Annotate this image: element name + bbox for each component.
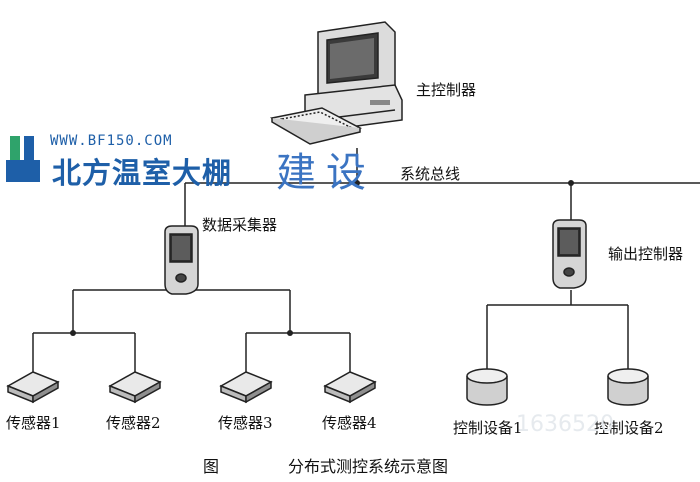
sensor-label: 传感器2 — [106, 414, 161, 432]
data-collector-icon — [164, 225, 199, 295]
output-controller-icon — [552, 219, 587, 289]
sensor-icon — [6, 371, 60, 404]
watermark-logo-icon — [6, 136, 40, 182]
control-device-icon — [607, 368, 649, 406]
system-bus-label: 系统总线 — [400, 165, 461, 183]
sensor-label: 传感器4 — [322, 414, 377, 432]
control-device-label: 控制设备2 — [594, 419, 664, 437]
sensor-label: 传感器1 — [6, 414, 61, 432]
output-controller-label: 输出控制器 — [608, 245, 684, 263]
computer-icon — [269, 21, 403, 145]
sensor-icon — [323, 371, 377, 404]
main-controller-label: 主控制器 — [416, 81, 477, 99]
watermark-brand: 北方温室大棚 — [52, 156, 233, 190]
caption-prefix: 图 — [203, 457, 220, 476]
control-device-label: 控制设备1 — [453, 419, 523, 437]
junction-dot — [354, 180, 360, 186]
caption-title: 分布式测控系统示意图 — [288, 457, 449, 476]
watermark-build-text: 建设 — [276, 150, 376, 196]
junction-dot — [568, 180, 574, 186]
sensor-icon — [219, 371, 273, 404]
junction-dot — [287, 330, 293, 336]
control-device-icon — [466, 368, 508, 406]
data-collector-label: 数据采集器 — [202, 216, 278, 234]
watermark-url: WWW.BF150.COM — [50, 133, 173, 149]
junction-dot — [70, 330, 76, 336]
sensor-icon — [108, 371, 162, 404]
junction-dots — [70, 180, 574, 336]
sensor-label: 传感器3 — [218, 414, 273, 432]
watermark-faint-digits: 1636520 — [516, 412, 614, 437]
